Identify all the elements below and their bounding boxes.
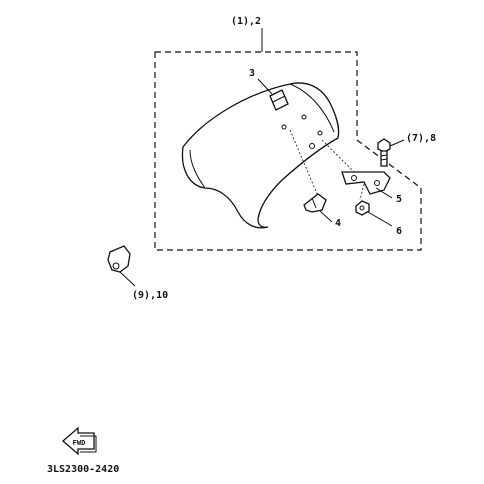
strap-leader-line	[257, 78, 273, 95]
fwd-label: FWD	[73, 439, 86, 447]
callout-clip: (9),10	[132, 290, 168, 301]
mount-path-right	[321, 139, 357, 175]
callout-strap: 3	[249, 68, 255, 79]
forward-arrow-icon: FWD	[62, 426, 97, 456]
mount-path-nut	[359, 183, 365, 201]
bracket-5	[341, 171, 391, 195]
callout-bracket-4: 4	[335, 218, 341, 229]
diagram-code: 3LS2300-2420	[47, 464, 119, 475]
seat-strap	[269, 89, 289, 111]
callout-bolt: (7),8	[406, 133, 436, 144]
nut-6	[355, 200, 370, 216]
bracket-4-leader-line	[319, 210, 333, 223]
callout-nut-6: 6	[396, 226, 402, 237]
bracket-4	[303, 193, 327, 213]
clip	[107, 245, 131, 273]
nut-6-leader-line	[367, 211, 393, 227]
seat-cushion	[181, 82, 340, 229]
callout-seat-assembly: (1),2	[231, 16, 261, 27]
bolt	[377, 138, 391, 167]
bolt-leader-line	[389, 139, 405, 147]
callout-bracket-5: 5	[396, 194, 402, 205]
clip-leader-line	[119, 271, 136, 287]
assembly-boundary	[154, 51, 422, 251]
bracket-5-leader-line	[375, 187, 393, 199]
